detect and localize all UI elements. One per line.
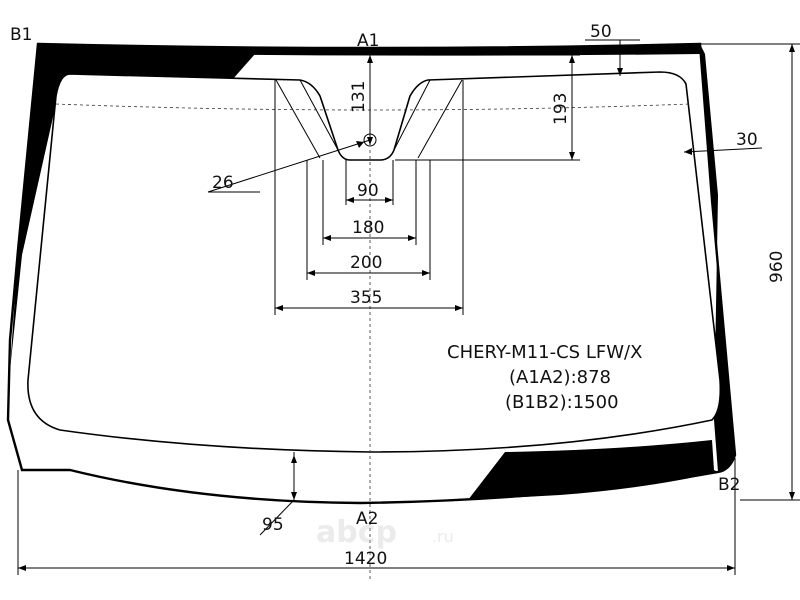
dim-label-1420: 1420 bbox=[344, 549, 387, 569]
dim-label-193: 193 bbox=[551, 93, 571, 125]
dim-label-26: 26 bbox=[212, 173, 234, 193]
watermark-suffix: .ru bbox=[432, 527, 454, 546]
dim-label-30: 30 bbox=[736, 130, 758, 150]
watermark: abcp .ru bbox=[316, 515, 454, 550]
dim-label-50: 50 bbox=[590, 22, 612, 42]
black-band-top-strip bbox=[38, 44, 700, 56]
point-label-b2: B2 bbox=[718, 475, 740, 495]
arrowheads bbox=[18, 44, 795, 571]
dim-label-355: 355 bbox=[350, 288, 382, 308]
caption-b1b2: (B1B2):1500 bbox=[505, 392, 619, 413]
dim-label-95: 95 bbox=[262, 515, 284, 535]
dim-label-131: 131 bbox=[349, 81, 369, 113]
dim-label-180: 180 bbox=[352, 218, 384, 238]
point-label-a1: A1 bbox=[357, 31, 379, 51]
dim-label-90: 90 bbox=[357, 181, 379, 201]
watermark-logo: abcp bbox=[316, 515, 397, 550]
black-band-top-left bbox=[10, 44, 255, 370]
point-label-a2: A2 bbox=[356, 509, 378, 529]
dim-label-960: 960 bbox=[767, 251, 787, 283]
caption-model: CHERY-M11-CS LFW/X bbox=[447, 342, 642, 363]
dim-label-200: 200 bbox=[350, 253, 382, 273]
caption-a1a2: (A1A2):878 bbox=[509, 367, 611, 388]
glass-inner-area bbox=[27, 71, 722, 453]
point-label-b1: B1 bbox=[10, 25, 32, 45]
black-band-bottom-right bbox=[468, 440, 718, 500]
